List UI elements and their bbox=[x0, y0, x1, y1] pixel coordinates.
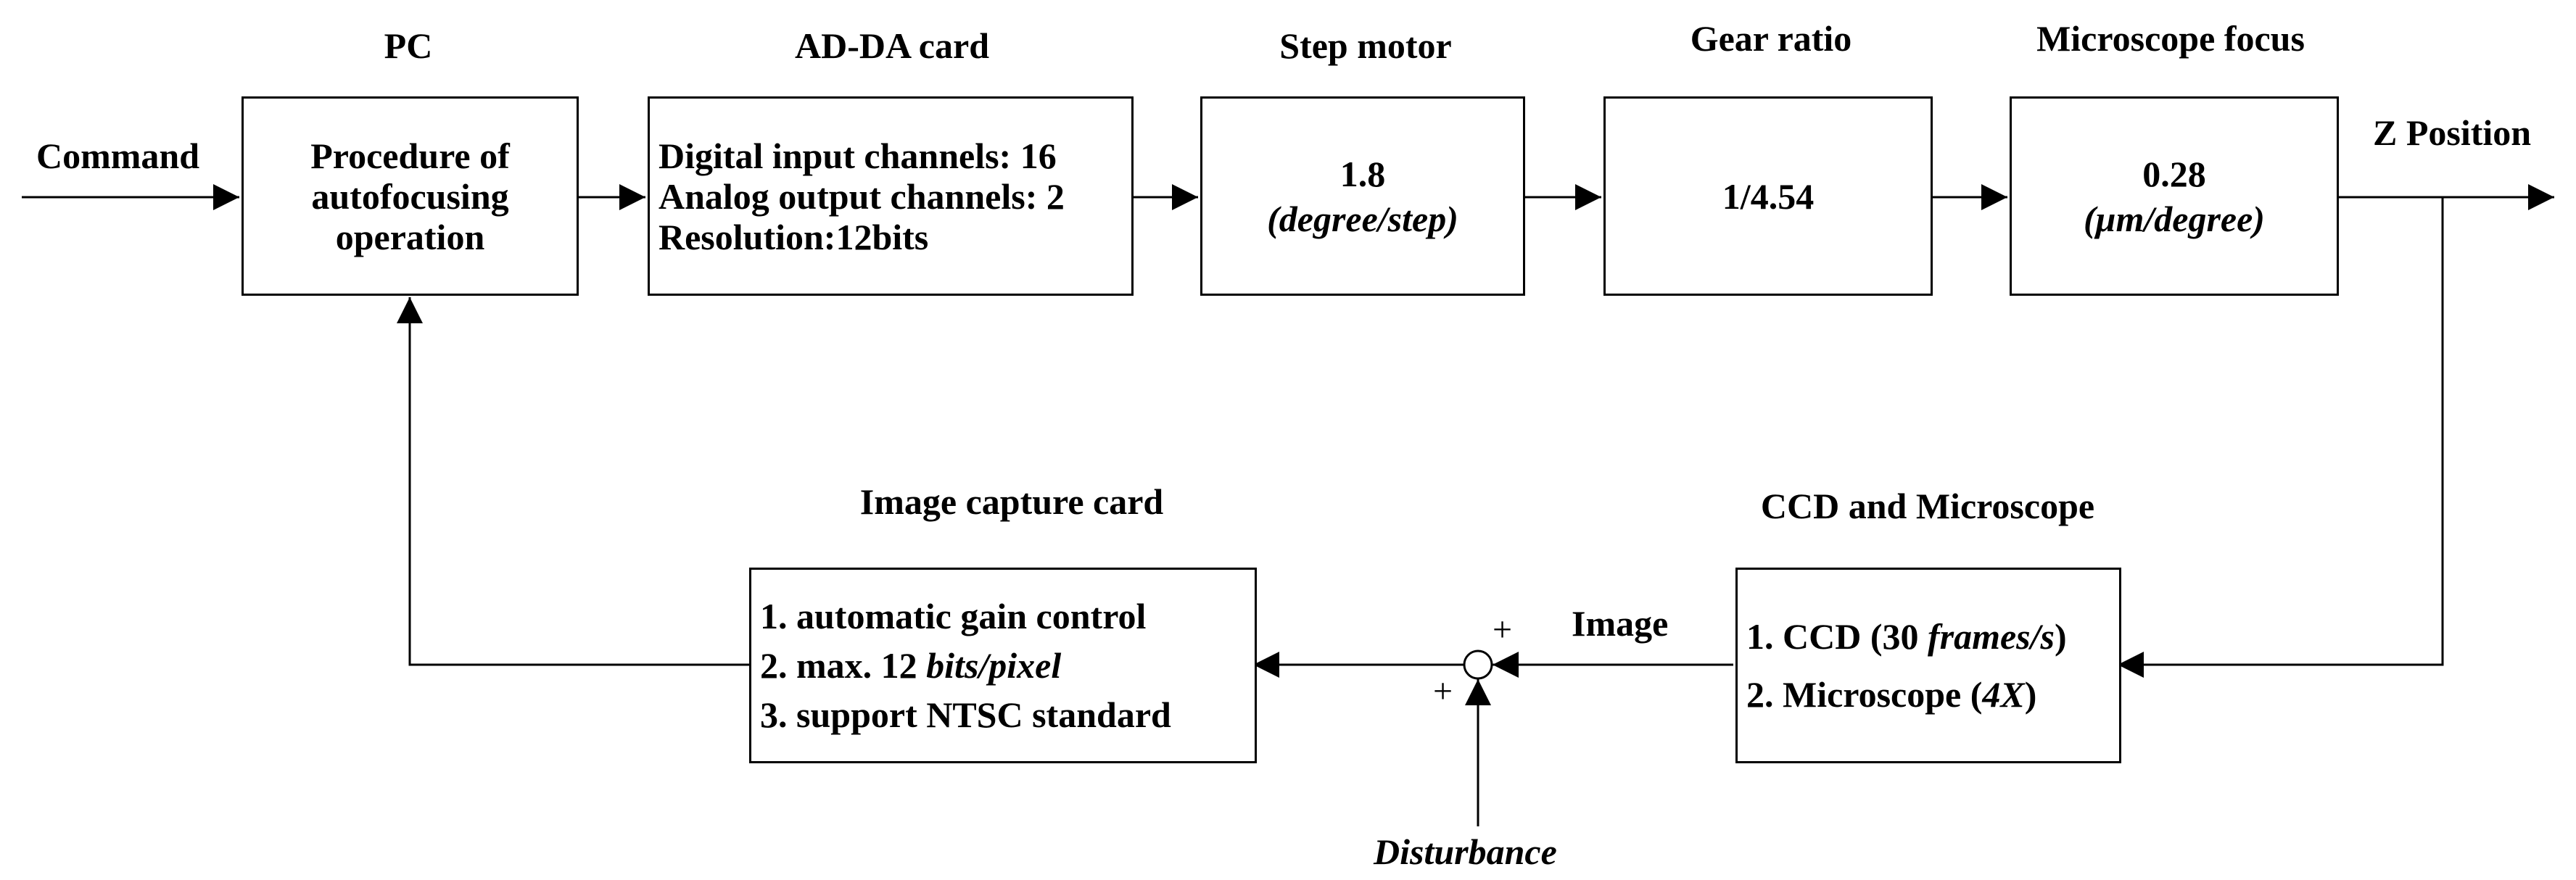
summing-junction bbox=[1463, 649, 1493, 680]
image-capture-block: 1. automatic gain control 2. max. 12 bit… bbox=[749, 568, 1257, 763]
capture-line-2-text: 2. max. 12 bbox=[760, 645, 927, 686]
ccd-line-1: 1. CCD (30 frames/s) bbox=[1746, 607, 2119, 665]
pc-line-3: operation bbox=[335, 216, 485, 257]
microscope-focus-block: 0.28 (μm/degree) bbox=[2010, 96, 2339, 296]
step-motor-unit: (degree/step) bbox=[1267, 198, 1458, 239]
microscope-focus-title: Microscope focus bbox=[2036, 18, 2305, 59]
pc-line-1: Procedure of bbox=[310, 135, 510, 176]
capture-line-3: 3. support NTSC standard bbox=[760, 694, 1171, 735]
wire-capture-pc bbox=[397, 297, 749, 666]
summer-plus-top: + bbox=[1493, 610, 1513, 649]
ccd-microscope-block: 1. CCD (30 frames/s) 2. Microscope (4X) bbox=[1735, 568, 2121, 763]
ccd-line-1-post: ) bbox=[2054, 616, 2067, 657]
capture-line-2: 2. max. 12 bits/pixel bbox=[760, 641, 1255, 690]
adda-block: Digital input channels: 16 Analog output… bbox=[648, 96, 1134, 296]
disturbance-label: Disturbance bbox=[1374, 831, 1557, 872]
image-label: Image bbox=[1572, 603, 1669, 644]
step-motor-block: 1.8 (degree/step) bbox=[1200, 96, 1525, 296]
pc-line-2: autofocusing bbox=[311, 175, 509, 217]
pc-title: PC bbox=[384, 25, 433, 66]
gear-ratio-title: Gear ratio bbox=[1690, 18, 1852, 59]
adda-line-2: Analog output channels: 2 bbox=[659, 175, 1065, 217]
microscope-focus-value: 0.28 bbox=[2142, 153, 2206, 194]
gear-ratio-block: 1/4.54 bbox=[1603, 96, 1933, 296]
adda-line-1: Digital input channels: 16 bbox=[659, 135, 1057, 176]
wire-feedback-to-ccd bbox=[2118, 197, 2444, 678]
ccd-line-1-pre: 1. CCD (30 bbox=[1746, 616, 1928, 657]
z-position-label: Z Position bbox=[2373, 112, 2532, 153]
image-capture-card-title: Image capture card bbox=[859, 481, 1164, 522]
adda-title: AD-DA card bbox=[794, 25, 990, 66]
microscope-focus-unit: (μm/degree) bbox=[2084, 198, 2265, 239]
capture-line-2-unit: bits/pixel bbox=[926, 645, 1062, 686]
ccd-line-2-mag: 4X bbox=[1982, 674, 2025, 715]
command-label: Command bbox=[36, 136, 200, 176]
adda-line-3: Resolution:12bits bbox=[659, 216, 929, 257]
gear-ratio-value: 1/4.54 bbox=[1722, 175, 1815, 217]
pc-block: Procedure of autofocusing operation bbox=[242, 96, 579, 296]
step-motor-value: 1.8 bbox=[1339, 153, 1386, 194]
summer-plus-bottom: + bbox=[1433, 672, 1453, 710]
ccd-line-2-post: ) bbox=[2024, 674, 2037, 715]
ccd-line-1-unit: frames/s bbox=[1927, 616, 2055, 657]
ccd-line-2: 2. Microscope (4X) bbox=[1746, 665, 2119, 723]
ccd-line-2-pre: 2. Microscope ( bbox=[1746, 674, 1983, 715]
capture-line-1: 1. automatic gain control bbox=[760, 596, 1147, 636]
ccd-microscope-title: CCD and Microscope bbox=[1760, 486, 2095, 526]
step-motor-title: Step motor bbox=[1279, 25, 1452, 66]
